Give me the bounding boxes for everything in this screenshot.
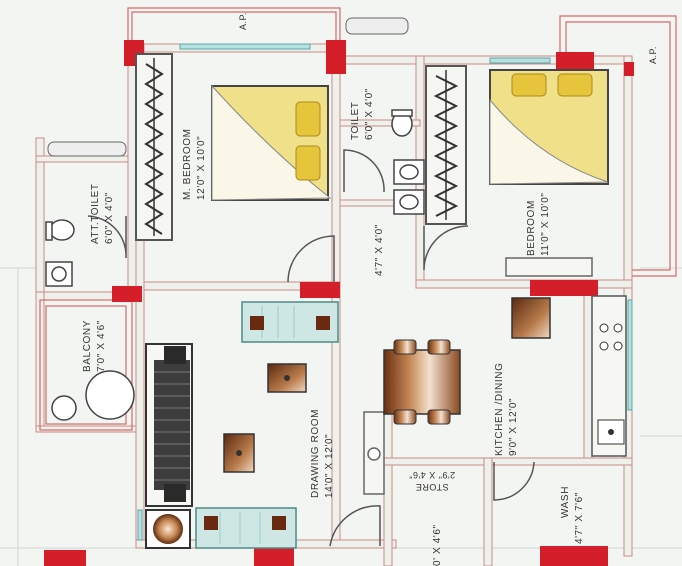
sofa-top <box>241 301 339 343</box>
wash-size: 4'7" X 7'6" <box>574 492 585 544</box>
side-table-top-knob <box>284 375 290 381</box>
ap-right-label: A.P. <box>648 46 658 64</box>
kitchen-size: 9'0" X 12'0" <box>508 398 519 456</box>
passage-size: 4'7" X 4'0" <box>374 224 385 276</box>
drawing-room-name: DRAWING ROOM <box>310 409 321 498</box>
drawing-room-size: 14'0" X 12'0" <box>324 434 335 498</box>
att-toilet-size: 6'0" X 4'0" <box>104 192 115 244</box>
columns <box>44 40 634 566</box>
store-size: 2'9" X 4'6" <box>409 470 455 480</box>
corner-lamp <box>153 514 183 544</box>
second-bed <box>489 69 609 185</box>
doors <box>87 149 535 547</box>
center-table-knob <box>236 450 242 456</box>
bottom-room-size: 0' X 4'6" <box>432 524 443 566</box>
wash-name: WASH <box>560 486 571 518</box>
toilet-fixtures <box>45 109 425 287</box>
dining-set <box>383 339 461 425</box>
kitchen-name: KITCHEN /DINING <box>494 363 505 456</box>
windows <box>137 43 633 541</box>
passage-shelf-knob <box>367 447 381 461</box>
toilet-size: 6'0" X 4'0" <box>364 88 375 140</box>
m-bedroom-size: 12'0" X 10'0" <box>196 136 207 200</box>
wardrobe-master <box>135 53 173 241</box>
long-sofa <box>145 343 193 507</box>
balcony-seat <box>51 395 77 421</box>
kitchen-counter <box>591 295 627 457</box>
balcony-name: BALCONY <box>82 320 93 372</box>
balcony-size: 7'0" X 4'6" <box>96 320 107 372</box>
bedroom-shelf <box>505 257 593 277</box>
m-bedroom-name: M. BEDROOM <box>182 128 193 200</box>
bedroom-name: BEDROOM <box>526 200 537 256</box>
ap-outlines <box>39 7 677 431</box>
toilet-name: TOILET <box>350 102 361 140</box>
sofa-bottom <box>195 507 297 549</box>
fridge <box>511 297 551 339</box>
shower-strips <box>47 17 409 157</box>
ap-top-label: A.P. <box>238 12 248 30</box>
side-table-top <box>267 363 307 393</box>
balcony-planter <box>85 370 135 420</box>
bedroom-size: 11'0" X 10'0" <box>540 192 551 256</box>
att-toilet-name: ATT.TOILET <box>90 183 101 244</box>
master-bed <box>211 84 332 201</box>
store-name: STORE <box>415 482 448 492</box>
wardrobe-bedroom <box>425 65 467 225</box>
